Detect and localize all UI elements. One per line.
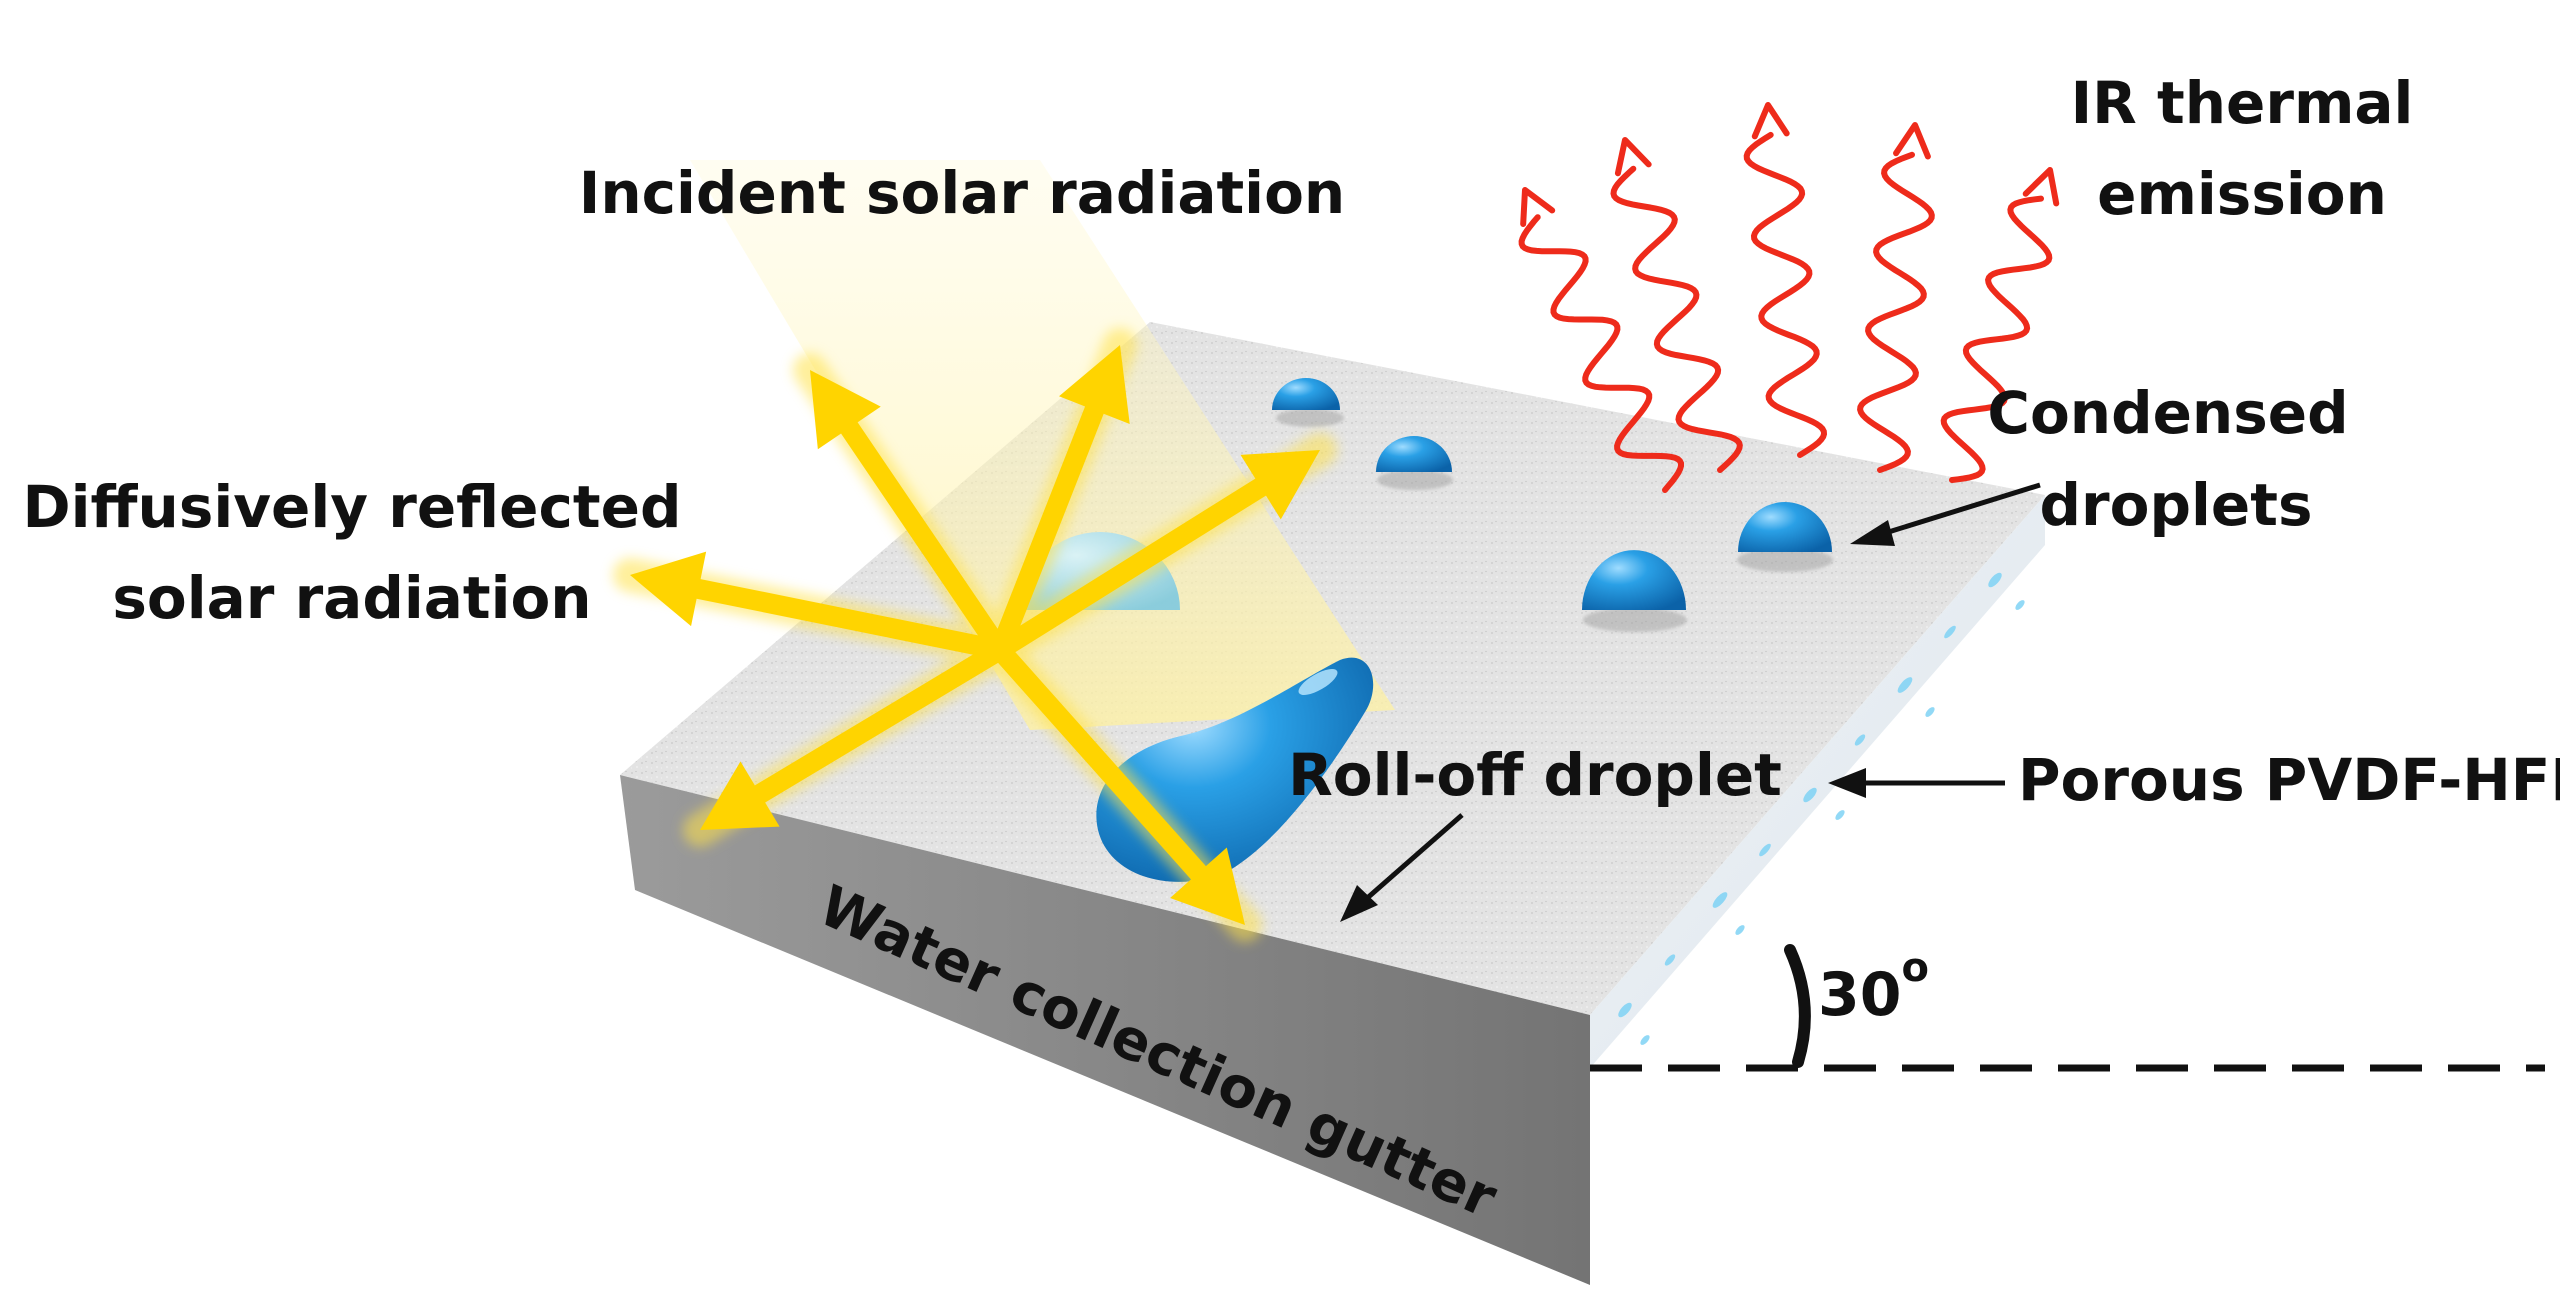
slab-front-face — [620, 775, 1590, 1285]
label-incident-solar-radiation: Incident solar radiation — [579, 159, 1345, 227]
droplet-shadow — [1276, 409, 1344, 427]
ir-wave-arrow — [1743, 102, 1828, 458]
reflected-sunlight-arrow — [700, 640, 1010, 830]
label-ir-line2: emission — [2097, 160, 2387, 228]
droplet-shadow — [1377, 470, 1453, 490]
angle-arc — [1784, 944, 1811, 1068]
pointer-arrows — [1340, 482, 2041, 922]
rolloff-pointer-arrow — [1340, 813, 1464, 922]
ir-emission-waves — [1518, 102, 2060, 493]
label-condensed-line1: Condensed — [1987, 379, 2348, 447]
ir-wave-arrow — [1940, 167, 2060, 483]
roll-off-highlight — [1298, 669, 1338, 695]
reflected-sunlight-arrow — [990, 450, 1320, 660]
diffuse-reflection-arrows — [613, 328, 1337, 942]
label-condensed-line2: droplets — [2040, 471, 2313, 539]
incident-beam — [690, 160, 1395, 730]
reflected-sunlight-arrow — [810, 370, 1010, 660]
tilt-angle-indicator — [1590, 944, 2545, 1072]
reflected-sunlight-arrow — [990, 640, 1245, 925]
droplet-shadow — [1583, 608, 1687, 632]
droplet — [1738, 502, 1832, 552]
label-diffuse-line1: Diffusively reflected — [23, 473, 682, 541]
droplet-shadow — [1737, 548, 1833, 572]
pore-marks — [1618, 572, 2025, 1045]
angle-degree-mark: o — [1902, 945, 1929, 991]
condensed-pointer-arrow — [1850, 482, 2041, 546]
droplet — [1376, 436, 1452, 472]
angle-number: 30 — [1818, 960, 1902, 1030]
ir-wave-arrow — [1518, 187, 1684, 493]
label-roll-off-droplet: Roll-off droplet — [1288, 741, 1782, 809]
label-angle-value: 30o — [1818, 945, 1929, 1030]
reflected-sunlight-arrow — [990, 345, 1130, 660]
label-porous-pvdf-hfp: Porous PVDF-HFP — [2018, 746, 2560, 814]
droplet — [1272, 378, 1340, 410]
droplet — [1582, 550, 1686, 610]
label-diffuse-line2: solar radiation — [112, 564, 591, 632]
label-ir-line1: IR thermal — [2071, 69, 2414, 137]
ir-wave-arrow — [1610, 137, 1743, 473]
reflected-sunlight-arrow — [630, 551, 1010, 660]
porous-pointer-arrow — [1828, 768, 2005, 798]
ir-wave-arrow — [1857, 122, 1935, 473]
slab-side-face — [1590, 495, 2045, 1068]
